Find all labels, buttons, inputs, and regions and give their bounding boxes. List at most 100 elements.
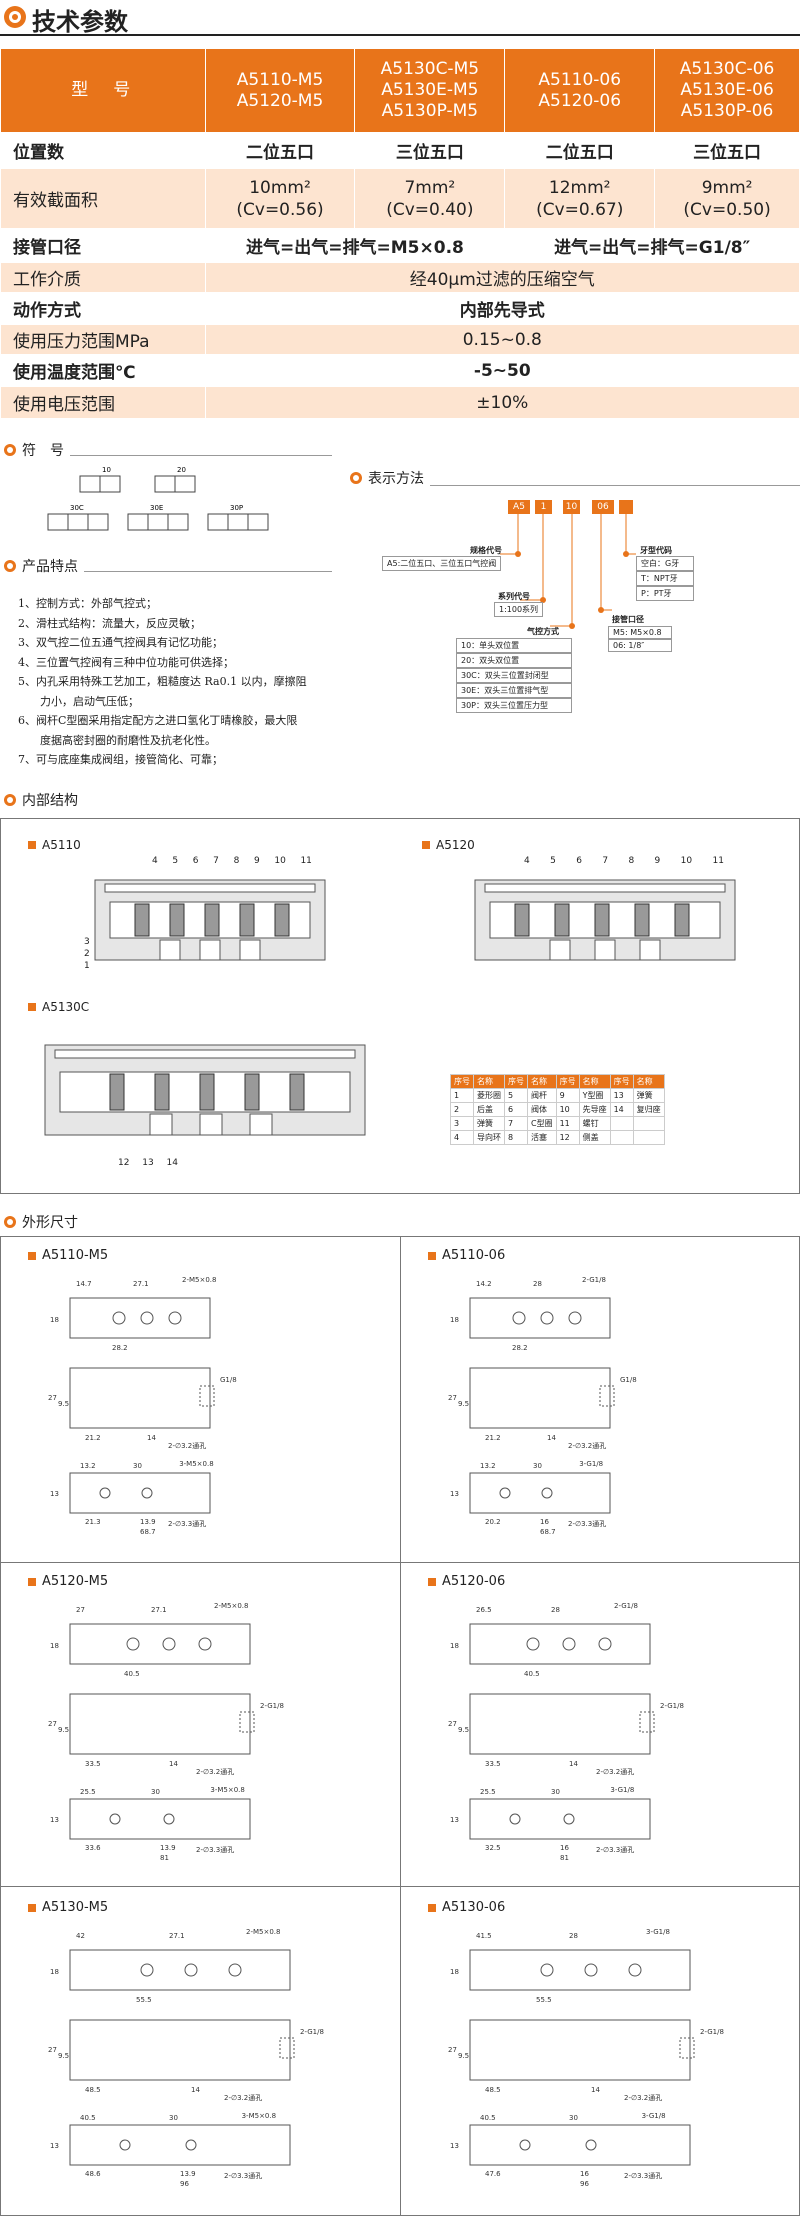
dim-label: 13 xyxy=(50,2142,59,2150)
cell: 9mm² (Cv=0.50) xyxy=(654,168,800,229)
dim-label: 27.1 xyxy=(133,1280,149,1288)
dim-label: 2-M5×0.8 xyxy=(182,1276,216,1284)
header-cell: A5110-M5 A5120-M5 xyxy=(204,48,356,133)
port-circle xyxy=(163,1813,175,1825)
notation-body: 30P：双头三位置压力型 xyxy=(456,698,572,713)
section-icon xyxy=(350,472,362,484)
dim-label: 18 xyxy=(50,1642,59,1650)
feature-item: 3、双气控二位五通气控阀具有记忆功能； xyxy=(18,636,223,649)
dim-label: 30 xyxy=(151,1788,160,1796)
dim-label: 33.5 xyxy=(485,1760,501,1768)
port-box xyxy=(599,1385,615,1407)
cell: -5~50 xyxy=(204,354,800,387)
dim-label: G1/8 xyxy=(220,1376,237,1384)
dim-label: 30 xyxy=(169,2114,178,2122)
notation-body: 30E：双头三位置排气型 xyxy=(456,683,572,698)
dim-label: 3-G1/8 xyxy=(610,1786,634,1794)
port-circle xyxy=(198,1637,212,1651)
dim-label: 28 xyxy=(533,1280,542,1288)
side-view xyxy=(469,1693,651,1755)
dim-panel-title: A5110-06 xyxy=(428,1248,505,1263)
dim-label: 14.7 xyxy=(76,1280,92,1288)
port-circle xyxy=(140,1963,154,1977)
port-circle xyxy=(140,1311,154,1325)
title-bar: 技术参数 xyxy=(0,0,800,36)
dim-label: 18 xyxy=(450,1316,459,1324)
top-view xyxy=(69,1623,251,1665)
dim-label: 68.7 xyxy=(540,1528,556,1536)
port-circle xyxy=(112,1311,126,1325)
port-box xyxy=(279,2037,295,2059)
notation-head: 规格代号 xyxy=(470,546,502,555)
title-underline xyxy=(0,34,800,36)
dim-label: 21.3 xyxy=(85,1518,101,1526)
bottom-view xyxy=(69,1472,211,1514)
dim-label: 28 xyxy=(551,1606,560,1614)
code-part xyxy=(619,500,633,514)
dim-label: 40.5 xyxy=(80,2114,96,2122)
port-circle xyxy=(540,1963,554,1977)
features-list: 1、控制方式：外部气控式； 2、滑柱式结构：流量大，反应灵敏； 3、双气控二位五… xyxy=(18,594,338,770)
cell: 10mm² (Cv=0.56) xyxy=(204,168,356,229)
feature-item: 1、控制方式：外部气控式； xyxy=(18,597,157,610)
port-box xyxy=(239,1711,255,1733)
port-circle xyxy=(540,1311,554,1325)
cell: 7mm² (Cv=0.40) xyxy=(354,168,506,229)
bottom-view xyxy=(69,2124,291,2166)
dim-label: 48.6 xyxy=(85,2170,101,2178)
notation-list-thread: 空白：G牙 T：NPT牙 P：PT牙 xyxy=(636,556,694,601)
dim-label: 9.5 xyxy=(58,1400,69,1408)
notation-body: T：NPT牙 xyxy=(636,571,694,586)
dim-label: 27.1 xyxy=(169,1932,185,1940)
header-cell: 型 号 xyxy=(0,48,206,133)
symbol-label: 30E xyxy=(150,504,163,512)
top-view xyxy=(469,1297,611,1339)
port-circle xyxy=(563,1813,575,1825)
notation-body: 20：双头双位置 xyxy=(456,653,572,668)
symbol-section-header: 符 号 xyxy=(4,440,64,460)
dim-label: 48.5 xyxy=(85,2086,101,2094)
cross-section-a5120 xyxy=(474,879,736,961)
dim-label: 48.5 xyxy=(485,2086,501,2094)
row-label: 动作方式 xyxy=(0,292,206,325)
dim-label: 28 xyxy=(569,1932,578,1940)
dim-label: 13 xyxy=(450,1490,459,1498)
dim-panel-title: A5130-M5 xyxy=(28,1900,108,1915)
page-title: 技术参数 xyxy=(32,8,128,36)
dim-label: 13 xyxy=(450,1816,459,1824)
port-circle xyxy=(119,2139,131,2151)
dim-label: 3-G1/8 xyxy=(646,1928,670,1936)
divider xyxy=(84,571,332,572)
dim-label: 41.5 xyxy=(476,1932,492,1940)
section-title: 外形尺寸 xyxy=(22,1215,78,1231)
row-label: 使用电压范围 xyxy=(0,386,206,419)
section-title: 内部结构 xyxy=(22,793,78,809)
dim-label: 25.5 xyxy=(480,1788,496,1796)
port-circle xyxy=(184,1963,198,1977)
port-circle xyxy=(141,1487,153,1499)
side-view xyxy=(469,2019,691,2081)
features-section-header: 产品特点 xyxy=(4,556,78,576)
dim-label: 9.5 xyxy=(458,2052,469,2060)
dim-label: 2-∅3.3通孔 xyxy=(224,2171,262,2180)
dim-label: 30 xyxy=(533,1462,542,1470)
notation-list-port: M5: M5×0.8 06: 1/8″ xyxy=(608,626,672,652)
port-circle xyxy=(562,1637,576,1651)
dim-label: 9.5 xyxy=(458,1726,469,1734)
bottom-view xyxy=(469,2124,691,2166)
dim-label: 2-G1/8 xyxy=(660,1702,684,1710)
dim-label: 40.5 xyxy=(480,2114,496,2122)
side-view xyxy=(69,2019,291,2081)
cell: ±10% xyxy=(204,386,800,419)
feature-item: 7、可与底座集成阀组，接管简化、可靠； xyxy=(18,753,223,766)
dim-label: 2-∅3.2通孔 xyxy=(196,1767,234,1776)
dim-label: 13 xyxy=(50,1490,59,1498)
dim-label: 27 xyxy=(48,1720,57,1728)
dim-label: 33.6 xyxy=(85,1844,101,1852)
